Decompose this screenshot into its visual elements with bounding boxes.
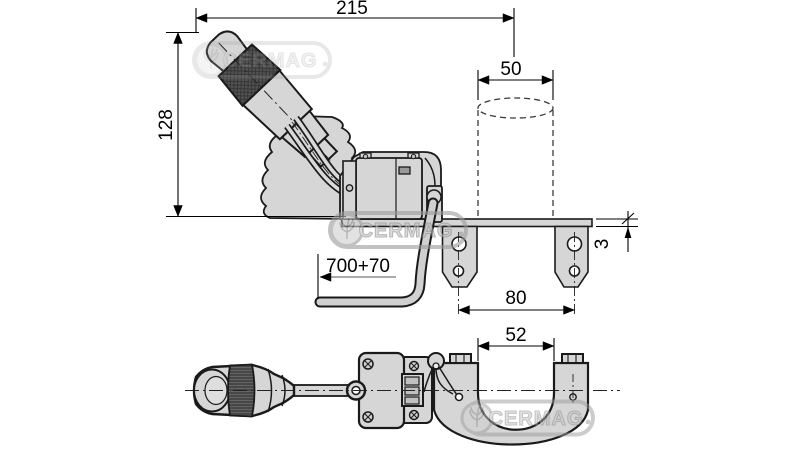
dimension-plate-thickness: 3	[592, 211, 638, 252]
dim-cable-length-label: 700+70	[326, 256, 390, 277]
knob-section	[241, 69, 314, 141]
dimension-tube-diameter: 50	[477, 59, 554, 100]
clamp-bolt	[561, 353, 584, 364]
clamp-bolt	[449, 353, 472, 364]
dimension-hole-spacing: 80	[458, 288, 575, 315]
watermark-text: CERMAG	[489, 408, 584, 430]
watermark-middle: CERMAG	[328, 211, 468, 249]
watermark-text: CERMAG	[223, 50, 318, 72]
cermag-emblem-icon	[194, 43, 228, 77]
dim-tube-diameter-label: 50	[500, 59, 521, 80]
mounting-tab-right	[554, 225, 589, 288]
plan-view: 52	[185, 325, 620, 446]
phantom-tube	[477, 97, 554, 219]
dim-hole-spacing-label: 80	[505, 288, 526, 309]
mounting-tab-left	[441, 225, 478, 288]
dim-height-label: 128	[156, 109, 177, 141]
spring-anchor	[454, 392, 464, 402]
dim-clamp-opening-label: 52	[505, 325, 526, 346]
watermark-top: CERMAG	[192, 41, 332, 79]
switch-body-plan	[357, 351, 433, 430]
dimension-height: 128	[156, 31, 346, 218]
pivot-and-springs	[423, 352, 464, 402]
housing-detail	[398, 166, 411, 175]
rivet-icon	[345, 184, 354, 192]
side-view: 215 50 128 700+70 80	[156, 0, 638, 316]
dimension-overall-width: 215	[195, 0, 515, 57]
dim-overall-width-label: 215	[336, 0, 368, 19]
screw-icon	[362, 153, 369, 160]
watermark-bottom: CERMAG	[460, 399, 595, 437]
dim-plate-thickness-label: 3	[592, 239, 613, 250]
dimension-cable-length: 700+70	[317, 254, 396, 299]
screw-icon	[410, 153, 417, 160]
control-rod	[314, 197, 439, 308]
watermark-text: CERMAG	[359, 220, 454, 242]
dimension-clamp-opening: 52	[477, 325, 555, 361]
housing-inner-box	[355, 157, 423, 220]
